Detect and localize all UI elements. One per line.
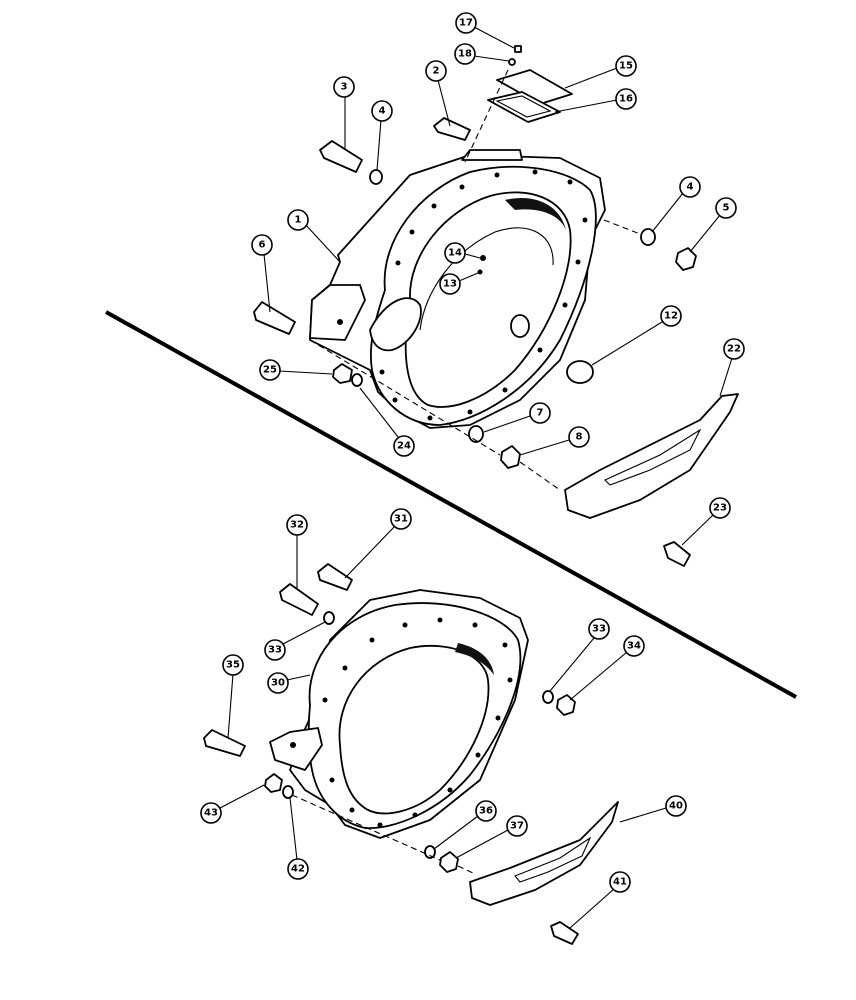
- svg-text:12: 12: [664, 311, 678, 322]
- callout-22: 22: [719, 338, 745, 397]
- callouts: 1 2 3 4 4 5 6: [200, 12, 745, 929]
- callout-13: 13: [439, 272, 479, 295]
- svg-text:7: 7: [537, 408, 544, 419]
- callout-7: 7: [483, 402, 551, 433]
- svg-text:6: 6: [259, 240, 266, 251]
- callout-31: 31: [344, 508, 412, 579]
- callout-4-right: 4: [651, 176, 701, 233]
- callout-14: 14: [444, 242, 481, 264]
- callout-5: 5: [689, 197, 737, 253]
- callout-42: 42: [287, 797, 309, 880]
- lower-hardware: [203, 563, 619, 945]
- callout-30: 30: [267, 672, 311, 694]
- callout-41: 41: [569, 871, 631, 929]
- svg-text:23: 23: [713, 503, 727, 514]
- callout-3: 3: [333, 76, 355, 150]
- svg-text:24: 24: [397, 441, 411, 452]
- svg-text:37: 37: [510, 821, 524, 832]
- svg-text:36: 36: [479, 806, 493, 817]
- callout-33-left: 33: [264, 621, 326, 661]
- callout-18: 18: [454, 43, 510, 65]
- svg-text:13: 13: [443, 279, 457, 290]
- svg-text:15: 15: [619, 61, 633, 72]
- callout-35: 35: [222, 654, 244, 739]
- callout-2: 2: [425, 60, 451, 127]
- callout-43: 43: [200, 784, 265, 824]
- callout-6: 6: [251, 234, 273, 313]
- callout-4-top: 4: [371, 100, 393, 171]
- svg-text:30: 30: [271, 678, 285, 689]
- callout-32: 32: [286, 514, 308, 588]
- svg-text:17: 17: [459, 18, 473, 29]
- svg-text:31: 31: [394, 514, 408, 525]
- svg-text:34: 34: [627, 641, 641, 652]
- callout-16: 16: [554, 88, 637, 113]
- svg-text:42: 42: [291, 864, 305, 875]
- callout-25: 25: [259, 359, 333, 381]
- svg-text:16: 16: [619, 94, 633, 105]
- svg-text:41: 41: [613, 877, 627, 888]
- svg-text:22: 22: [727, 344, 741, 355]
- section-divider-line: [105, 310, 797, 699]
- callout-37: 37: [455, 815, 528, 859]
- svg-text:18: 18: [458, 49, 472, 60]
- svg-text:4: 4: [379, 106, 386, 117]
- lower-flywheel-housing: [269, 589, 529, 839]
- svg-text:3: 3: [341, 82, 348, 93]
- callout-36: 36: [433, 800, 497, 850]
- svg-text:8: 8: [576, 432, 583, 443]
- svg-text:4: 4: [687, 182, 694, 193]
- svg-text:5: 5: [723, 203, 730, 214]
- svg-text:33: 33: [268, 645, 282, 656]
- callout-8: 8: [519, 426, 590, 456]
- svg-text:40: 40: [669, 801, 683, 812]
- svg-text:33: 33: [592, 624, 606, 635]
- callout-24: 24: [359, 387, 415, 457]
- svg-text:32: 32: [290, 520, 304, 531]
- callout-17: 17: [455, 12, 515, 49]
- callout-34: 34: [569, 635, 645, 701]
- callout-12: 12: [591, 305, 682, 366]
- callout-15: 15: [564, 55, 637, 89]
- callout-40: 40: [619, 795, 687, 823]
- upper-hardware: [253, 45, 739, 567]
- svg-text:2: 2: [433, 66, 440, 77]
- svg-text:43: 43: [204, 808, 218, 819]
- lower-flange-holes: [322, 617, 513, 828]
- svg-text:14: 14: [448, 248, 462, 259]
- svg-text:25: 25: [263, 365, 277, 376]
- callout-23: 23: [681, 497, 731, 546]
- upper-flange-holes: [379, 169, 588, 421]
- svg-text:35: 35: [226, 660, 240, 671]
- callout-1: 1: [287, 209, 341, 263]
- svg-text:1: 1: [295, 215, 302, 226]
- callout-33-right: 33: [549, 618, 610, 692]
